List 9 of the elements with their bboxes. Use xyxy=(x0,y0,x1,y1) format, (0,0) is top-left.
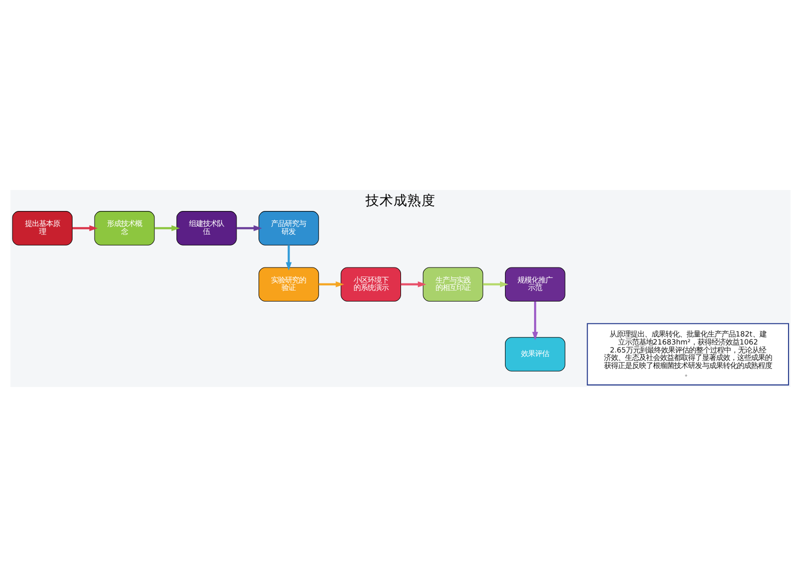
arrow xyxy=(154,225,180,232)
diagram-title: 技术成熟度 xyxy=(365,192,435,209)
arrow xyxy=(72,225,98,232)
arrow xyxy=(400,281,426,288)
arrow xyxy=(318,281,344,288)
arrow xyxy=(236,225,262,232)
arrow xyxy=(285,245,292,271)
arrow xyxy=(482,281,508,288)
arrow xyxy=(532,301,538,340)
